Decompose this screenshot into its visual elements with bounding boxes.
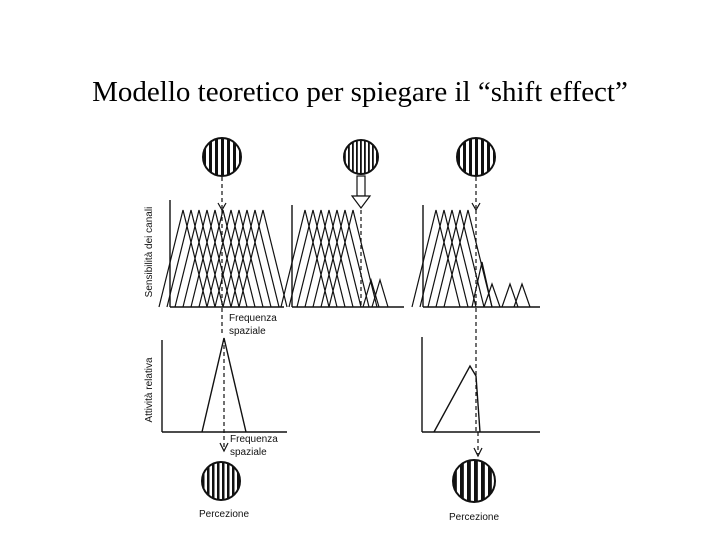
x-axis-label-top-line1: Frequenza — [229, 313, 277, 324]
channel-tuning-curve — [158, 209, 208, 308]
channel-tuning-curve — [174, 209, 224, 308]
grating-bar — [463, 138, 466, 176]
grating-bar — [446, 0, 450, 540]
channel-tuning-curve — [238, 209, 288, 308]
relative-activity-panel-right — [421, 337, 540, 433]
channel-tuning-curve — [230, 209, 280, 308]
grating-bar — [221, 138, 224, 176]
y-axis-label-sensitivity: Sensibilità dei canali — [144, 207, 155, 298]
perception-grating-right-icon — [446, 0, 499, 540]
channel-tuning-curve — [206, 209, 256, 308]
stimulus-grating-right-icon — [456, 0, 502, 540]
channel-tuning-curve — [190, 209, 240, 308]
grating-bar — [499, 0, 502, 540]
guide-left-arrowhead — [219, 442, 229, 453]
channel-tuning-curve — [513, 282, 531, 308]
grating-bar — [487, 138, 490, 176]
grating-bar — [380, 0, 382, 540]
channel-tuning-curve — [166, 209, 216, 308]
channel-tuning-curve — [483, 282, 501, 308]
grating-bar — [453, 460, 457, 502]
x-axis-label-bottom-line1: Frequenza — [230, 434, 278, 445]
grating-bar — [481, 138, 484, 176]
channel-tuning-curve — [312, 209, 362, 308]
channel-tuning-curve — [435, 209, 485, 308]
grating-bar — [488, 460, 492, 502]
x-axis-label-top-line2: spaziale — [229, 326, 266, 337]
x-axis-label-bottom-line2: spaziale — [230, 447, 267, 458]
grating-bar — [469, 138, 472, 176]
grating-bar — [233, 138, 236, 176]
grating-bar — [348, 140, 350, 174]
adapting-grating-icon — [340, 0, 382, 540]
channel-sensitivity-panel-2 — [280, 205, 404, 308]
adaptation-arrow — [350, 175, 372, 209]
channel-sensitivity-panel-1 — [158, 200, 288, 308]
channel-tuning-curve — [214, 209, 264, 308]
grating-bar — [481, 460, 485, 502]
grating-bar — [227, 462, 230, 500]
channel-tuning-curve — [182, 209, 232, 308]
grating-bar — [372, 140, 374, 174]
perception-label-right: Percezione — [449, 512, 499, 523]
perception-grating-left-icon — [201, 0, 245, 540]
grating-bar — [457, 138, 460, 176]
channel-tuning-curve — [288, 209, 338, 308]
grating-bar — [474, 460, 478, 502]
grating-bar — [212, 462, 215, 500]
stimulus-arrow-right — [471, 177, 481, 212]
channel-tuning-curve — [320, 209, 370, 308]
grating-bar — [460, 460, 464, 502]
grating-bar — [203, 138, 206, 176]
guide-right-arrowhead — [473, 447, 483, 458]
channel-tuning-curve — [371, 277, 389, 308]
grating-bar — [222, 462, 225, 500]
slide-title: Modello teoretico per spiegare il “shift… — [92, 76, 628, 108]
grating-bar — [368, 140, 370, 174]
channel-tuning-curve — [501, 282, 519, 308]
grating-bar — [215, 138, 218, 176]
channel-tuning-curve — [296, 209, 346, 308]
grating-bar — [360, 140, 362, 174]
channel-tuning-curve — [411, 209, 461, 308]
stimulus-grating-left-icon — [202, 137, 242, 177]
stimulus-arrow-left — [217, 177, 227, 212]
grating-bar — [242, 0, 245, 540]
y-axis-label-activity: Attività relativa — [144, 357, 155, 422]
channel-tuning-curve — [419, 209, 469, 308]
channel-tuning-curve — [427, 209, 477, 308]
channel-tuning-curve — [443, 209, 493, 308]
grating-bar — [232, 462, 235, 500]
channel-tuning-curve — [304, 209, 354, 308]
grating-bar — [340, 0, 342, 540]
grating-bar — [495, 0, 499, 540]
channel-tuning-curve — [280, 209, 330, 308]
grating-bar — [352, 140, 354, 174]
grating-bar — [209, 138, 212, 176]
grating-bar — [202, 462, 205, 500]
channel-tuning-curve — [198, 209, 248, 308]
grating-bar — [364, 140, 366, 174]
relative-activity-panel-left — [161, 337, 287, 433]
channel-tuning-curve — [222, 209, 272, 308]
grating-bar — [475, 138, 478, 176]
grating-bar — [356, 140, 358, 174]
grating-bar — [467, 460, 471, 502]
channel-tuning-curve — [362, 277, 380, 308]
grating-bar — [237, 462, 240, 500]
channel-tuning-curve — [328, 209, 378, 308]
grating-bar — [217, 462, 220, 500]
grating-bar — [493, 138, 495, 176]
grating-bar — [227, 138, 230, 176]
perception-label-left: Percezione — [199, 509, 249, 520]
grating-bar — [207, 462, 210, 500]
grating-bar — [376, 140, 378, 174]
